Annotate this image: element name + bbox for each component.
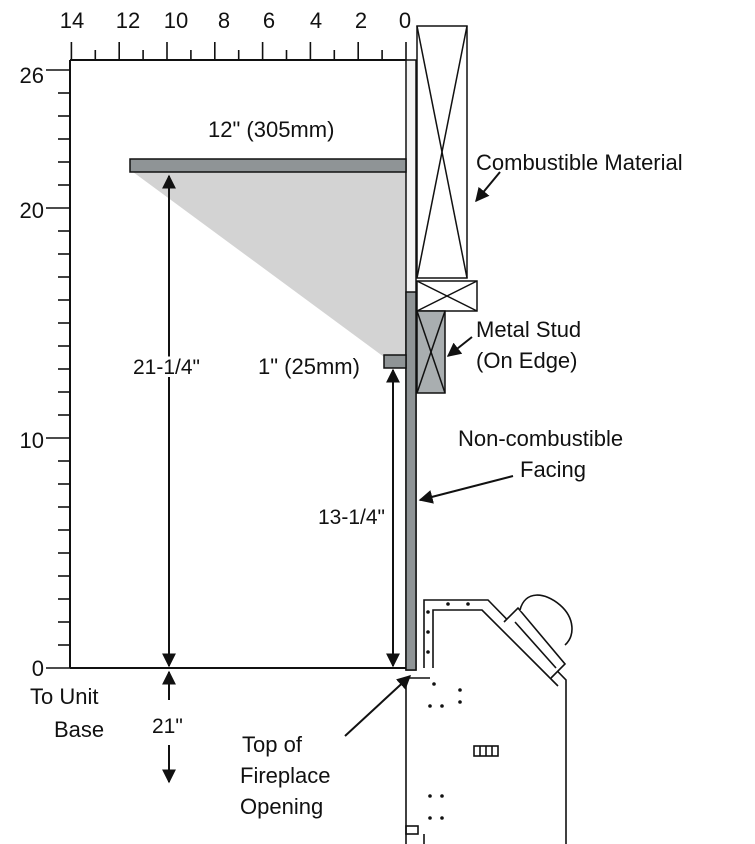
- tick-label-0: 0: [399, 8, 411, 33]
- tick-label-0-left: 0: [32, 656, 44, 681]
- leader-top-fireplace: [344, 675, 412, 737]
- mantel-shelf-12in: [129, 158, 407, 173]
- tick-label-14: 14: [60, 8, 84, 33]
- tick-label-10: 10: [20, 428, 44, 453]
- to-unit-base-line1: To Unit: [30, 684, 98, 709]
- top-fireplace-line1: Top of: [242, 732, 303, 757]
- fireplace-dots: [426, 602, 470, 820]
- tick-label-26: 26: [20, 63, 44, 88]
- shelf-1-label: 1" (25mm): [258, 354, 360, 379]
- to-unit-base-line2: Base: [54, 717, 104, 742]
- leader-metal-stud: [446, 336, 473, 357]
- tick-label-6: 6: [263, 8, 275, 33]
- top-fireplace-line3: Opening: [240, 794, 323, 819]
- top-ruler-ticks: [70, 42, 407, 60]
- dim-13-1-4-label: 13-1/4": [318, 506, 385, 529]
- tick-label-10: 10: [164, 8, 188, 33]
- tick-label-8: 8: [218, 8, 230, 33]
- dim-21-label: 21": [152, 715, 183, 738]
- metal-stud-label-line1: Metal Stud: [476, 317, 581, 342]
- tick-label-12: 12: [116, 8, 140, 33]
- tick-label-2: 2: [355, 8, 367, 33]
- mantel-shelf-1in: [383, 354, 407, 369]
- left-ruler-ticks: [46, 69, 70, 669]
- leader-combustible: [475, 171, 501, 203]
- tick-label-20: 20: [20, 198, 44, 223]
- combustible-material-label: Combustible Material: [476, 150, 683, 175]
- tick-label-4: 4: [310, 8, 322, 33]
- combustible-framing: [416, 25, 478, 312]
- metal-stud-label-line2: (On Edge): [476, 348, 578, 373]
- non-combustible-facing: [405, 291, 417, 671]
- top-fireplace-line2: Fireplace: [240, 763, 330, 788]
- fireplace-unit: [405, 594, 573, 844]
- top-tick-labels: 14 12 10 8 6 4 2 0: [60, 8, 411, 33]
- dim-21-1-4-label: 21-1/4": [133, 356, 200, 379]
- metal-stud: [416, 310, 446, 394]
- shelf-12-label: 12" (305mm): [208, 117, 334, 142]
- clearance-shaded-area: [133, 172, 406, 357]
- left-tick-labels: 26 20 10 0: [20, 63, 44, 681]
- non-combustible-label-line1: Non-combustible: [458, 426, 623, 451]
- leader-facing: [418, 475, 514, 504]
- non-combustible-label-line2: Facing: [520, 457, 586, 482]
